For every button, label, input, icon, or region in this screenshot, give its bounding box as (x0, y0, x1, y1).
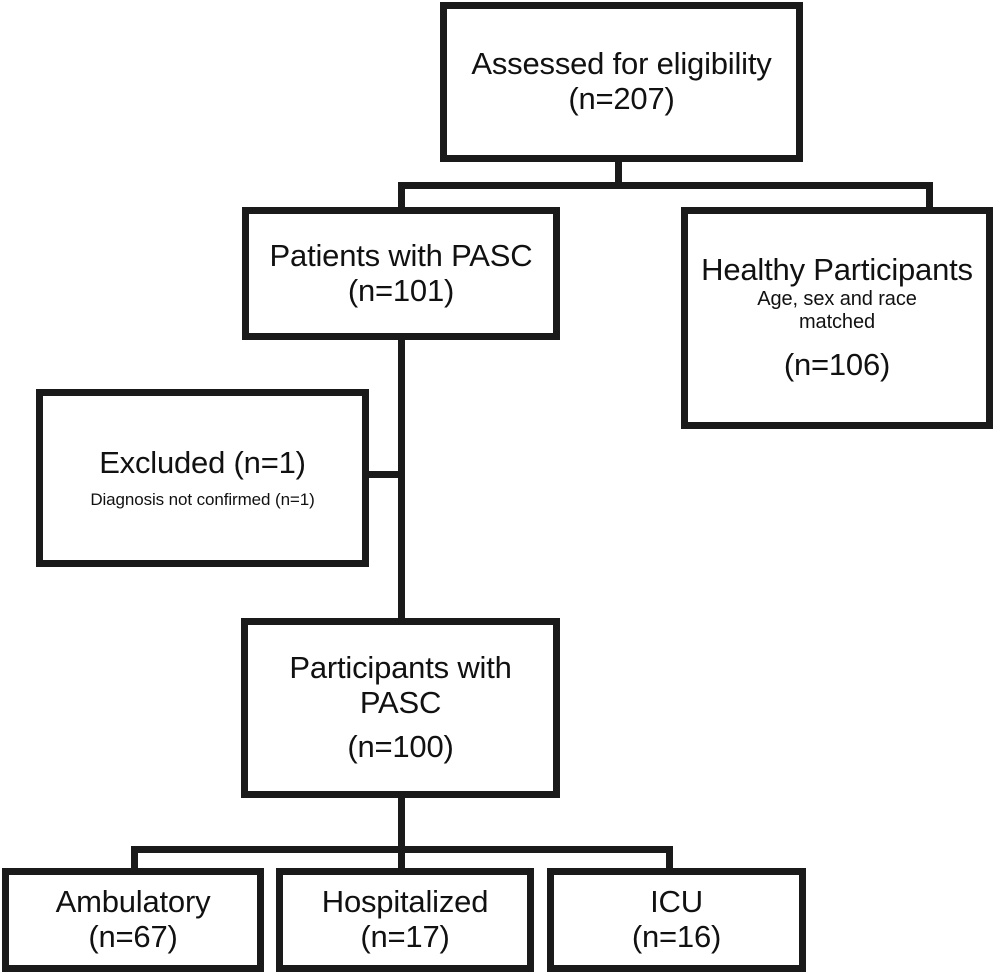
connector-split-bar-top (398, 182, 933, 189)
ambulatory-count: (n=67) (88, 919, 178, 954)
icu-label: ICU (650, 884, 703, 920)
healthy-label: Healthy Participants (701, 252, 973, 288)
connector-to-hospitalized (398, 846, 405, 871)
connector-to-ambulatory (131, 846, 138, 871)
node-excluded[interactable]: Excluded (n=1) Diagnosis not confirmed (… (36, 389, 369, 567)
connector-to-icu (666, 846, 673, 871)
node-icu[interactable]: ICU (n=16) (547, 868, 806, 972)
connector-excluded-stub (364, 471, 404, 478)
healthy-sublabel: Age, sex and race matched (757, 288, 917, 333)
connector-to-patients-pasc (398, 182, 405, 210)
patients-pasc-label: Patients with PASC (269, 237, 533, 273)
participants-pasc-label: Participants with PASC (289, 650, 512, 721)
assessed-count: (n=207) (568, 81, 675, 116)
participants-pasc-count: (n=100) (347, 728, 454, 764)
connector-participants-down (398, 797, 405, 852)
node-hospitalized[interactable]: Hospitalized (n=17) (276, 868, 534, 972)
icu-count: (n=16) (631, 919, 722, 954)
connector-assessed-down (615, 160, 622, 188)
ambulatory-label: Ambulatory (55, 884, 211, 920)
patients-pasc-count: (n=101) (347, 272, 455, 308)
assessed-label: Assessed for eligibility (471, 46, 772, 82)
hospitalized-count: (n=17) (360, 919, 450, 954)
node-healthy-participants[interactable]: Healthy Participants Age, sex and race m… (681, 207, 993, 429)
node-patients-with-pasc[interactable]: Patients with PASC (n=101) (242, 207, 560, 340)
healthy-count: (n=106) (783, 346, 891, 382)
hospitalized-label: Hospitalized (321, 884, 489, 920)
node-participants-with-pasc[interactable]: Participants with PASC (n=100) (241, 618, 560, 798)
excluded-label: Excluded (n=1) (99, 445, 306, 481)
node-assessed-for-eligibility[interactable]: Assessed for eligibility (n=207) (440, 2, 803, 162)
connector-to-healthy (926, 182, 933, 210)
connector-pasc-spine (398, 336, 405, 622)
node-ambulatory[interactable]: Ambulatory (n=67) (2, 868, 264, 972)
excluded-reason: Diagnosis not confirmed (n=1) (90, 490, 315, 510)
